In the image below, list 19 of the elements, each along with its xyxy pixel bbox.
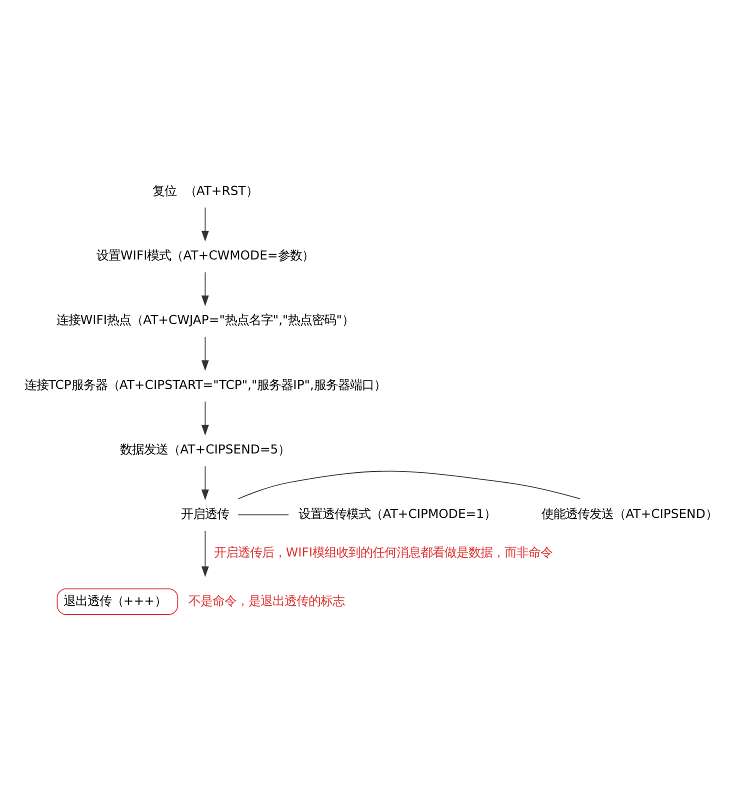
node-label: 不是命令，是退出透传的标志 [188, 592, 344, 608]
edge-label: 开启透传后，WIFI模组收到的任何消息都看做是数据，而非命令 [214, 544, 553, 560]
node-text: 连接WIFI热点（AT+CWJAP="热点名字","热点密码"） [56, 312, 354, 328]
arrow [201, 336, 209, 371]
arrow [201, 530, 209, 578]
node-text: 开启透传 [181, 506, 230, 522]
connector [238, 470, 581, 500]
node-box: 退出透传（+++） [56, 588, 178, 615]
node-text: 设置透传模式（AT+CIPMODE=1） [298, 506, 496, 522]
arrow [201, 207, 209, 242]
arrow [201, 401, 209, 436]
node-text: 使能透传发送（AT+CIPSEND） [542, 506, 718, 522]
node-text: 数据发送（AT+CIPSEND=5） [120, 441, 290, 456]
node-text: 连接TCP服务器（AT+CIPSTART="TCP","服务器IP",服务器端口） [24, 376, 386, 392]
connector [238, 514, 290, 516]
node-text: 复位 （AT+RST） [152, 182, 258, 198]
arrow [201, 272, 209, 306]
node-text: 设置WIFI模式（AT+CWMODE=参数） [96, 247, 314, 262]
arrow [201, 466, 209, 500]
